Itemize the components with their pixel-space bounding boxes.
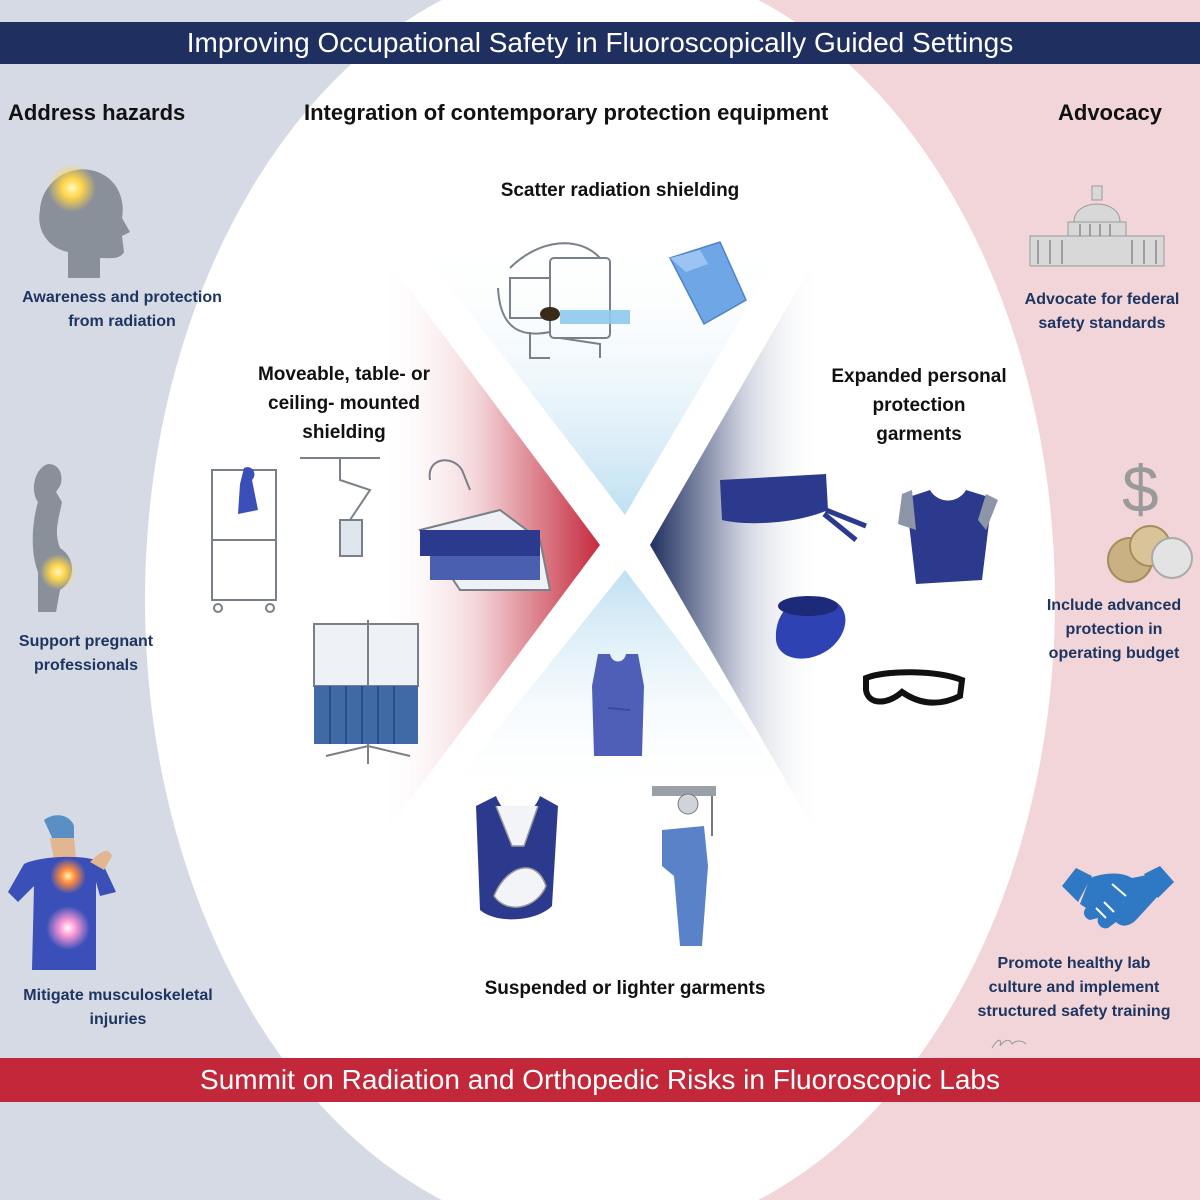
suspended-garments-label: Suspended or lighter garments <box>484 978 766 999</box>
capitol-building-icon <box>1029 185 1165 267</box>
hazard-caption-radiation: Awareness and protection from radiation <box>22 289 222 330</box>
right-heading: Advocacy <box>1058 100 1162 125</box>
suspended-apron-icon <box>476 786 716 946</box>
advocacy-caption-federal: Advocate for federal safety standards <box>1024 291 1180 332</box>
svg-text:$: $ <box>1122 452 1159 526</box>
lighter-apron-icon <box>592 654 644 756</box>
handshake-icon <box>1062 866 1174 929</box>
hazard-caption-pregnancy: Support pregnant professionals <box>18 633 154 674</box>
personal-garments-label: Expanded personal protection garments <box>831 366 1007 445</box>
mobile-shield-icon <box>211 457 552 613</box>
shield-curtain-icon <box>313 620 419 764</box>
hazard-caption-musculoskeletal: Mitigate musculoskeletal injuries <box>23 987 213 1028</box>
lead-garments-icon <box>720 474 998 706</box>
dollar-coins-icon: $ <box>1107 452 1193 583</box>
left-heading: Address hazards <box>8 100 186 125</box>
c-arm-drape-icon <box>497 241 747 359</box>
footer-title: Summit on Radiation and Orthopedic Risks… <box>200 1064 1000 1095</box>
right-triangle <box>650 250 820 840</box>
pregnant-silhouette-icon <box>32 464 76 612</box>
page-title: Improving Occupational Safety in Fluoros… <box>186 27 1014 58</box>
head-radiation-icon <box>39 164 130 278</box>
advocacy-caption-budget: Include advanced protection in operating… <box>1046 597 1182 662</box>
artist-signature <box>991 1039 1027 1049</box>
title-banner: Improving Occupational Safety in Fluoros… <box>0 22 1200 64</box>
center-heading: Integration of contemporary protection e… <box>304 100 829 125</box>
scatter-shielding-label: Scatter radiation shielding <box>500 180 740 201</box>
advocacy-caption-culture: Promote healthy lab culture and implemen… <box>977 955 1171 1020</box>
moveable-shielding-label: Moveable, table- or ceiling- mounted shi… <box>257 364 431 443</box>
back-pain-icon <box>8 815 116 970</box>
footer-banner: Summit on Radiation and Orthopedic Risks… <box>0 1058 1200 1102</box>
